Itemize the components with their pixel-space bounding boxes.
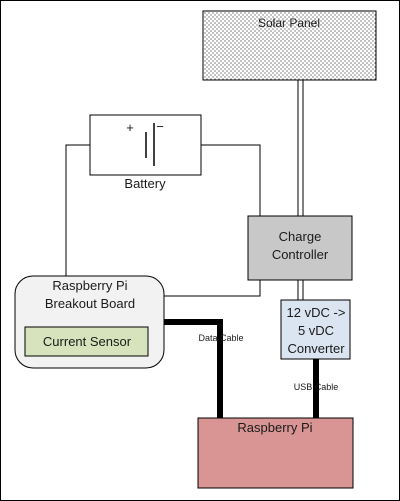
current-sensor [24,326,149,357]
raspberry-pi-label: Raspberry Pi [237,420,312,435]
solar-panel-label: Solar Panel [258,16,320,30]
battery-minus-sign: − [156,119,164,134]
usb-cable-label: USB Cable [294,382,339,392]
raspberry-pi [197,417,354,489]
converter-line1: 12 vDC -> [287,305,346,320]
converter-line2: 5 vDC [298,323,334,338]
solar-panel [202,10,377,81]
breakout-board-line2: Breakout Board [45,296,135,311]
breakout-board-line1: Raspberry Pi [52,278,127,293]
current-sensor-label: Current Sensor [43,334,132,349]
battery-label: Battery [124,176,166,191]
charge-controller-line2: Controller [272,247,329,262]
controller-to-board-wire [164,280,261,297]
converter [280,299,351,360]
charge-controller-line1: Charge [279,229,322,244]
converter-line3: Converter [287,341,345,356]
thick-cables [163,319,319,418]
data-cable [163,319,223,418]
charge-controller [247,215,353,281]
battery-plus-sign: + [126,120,134,135]
data-cable-label: Data Cable [198,333,243,343]
